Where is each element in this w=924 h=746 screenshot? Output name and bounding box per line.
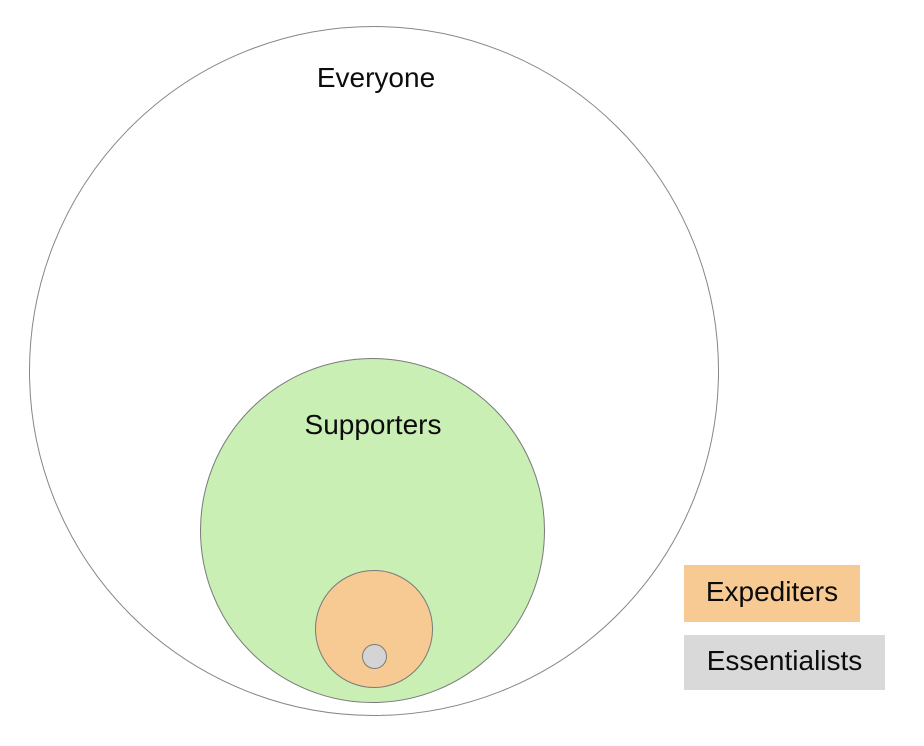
circle-essentialists [362, 644, 387, 669]
supporters-label: Supporters [304, 409, 442, 440]
everyone-label: Everyone [316, 62, 436, 93]
legend-item-expediters: Expediters [684, 565, 860, 622]
legend-item-essentialists: Essentialists [684, 635, 885, 690]
circle-expediters [315, 570, 433, 688]
